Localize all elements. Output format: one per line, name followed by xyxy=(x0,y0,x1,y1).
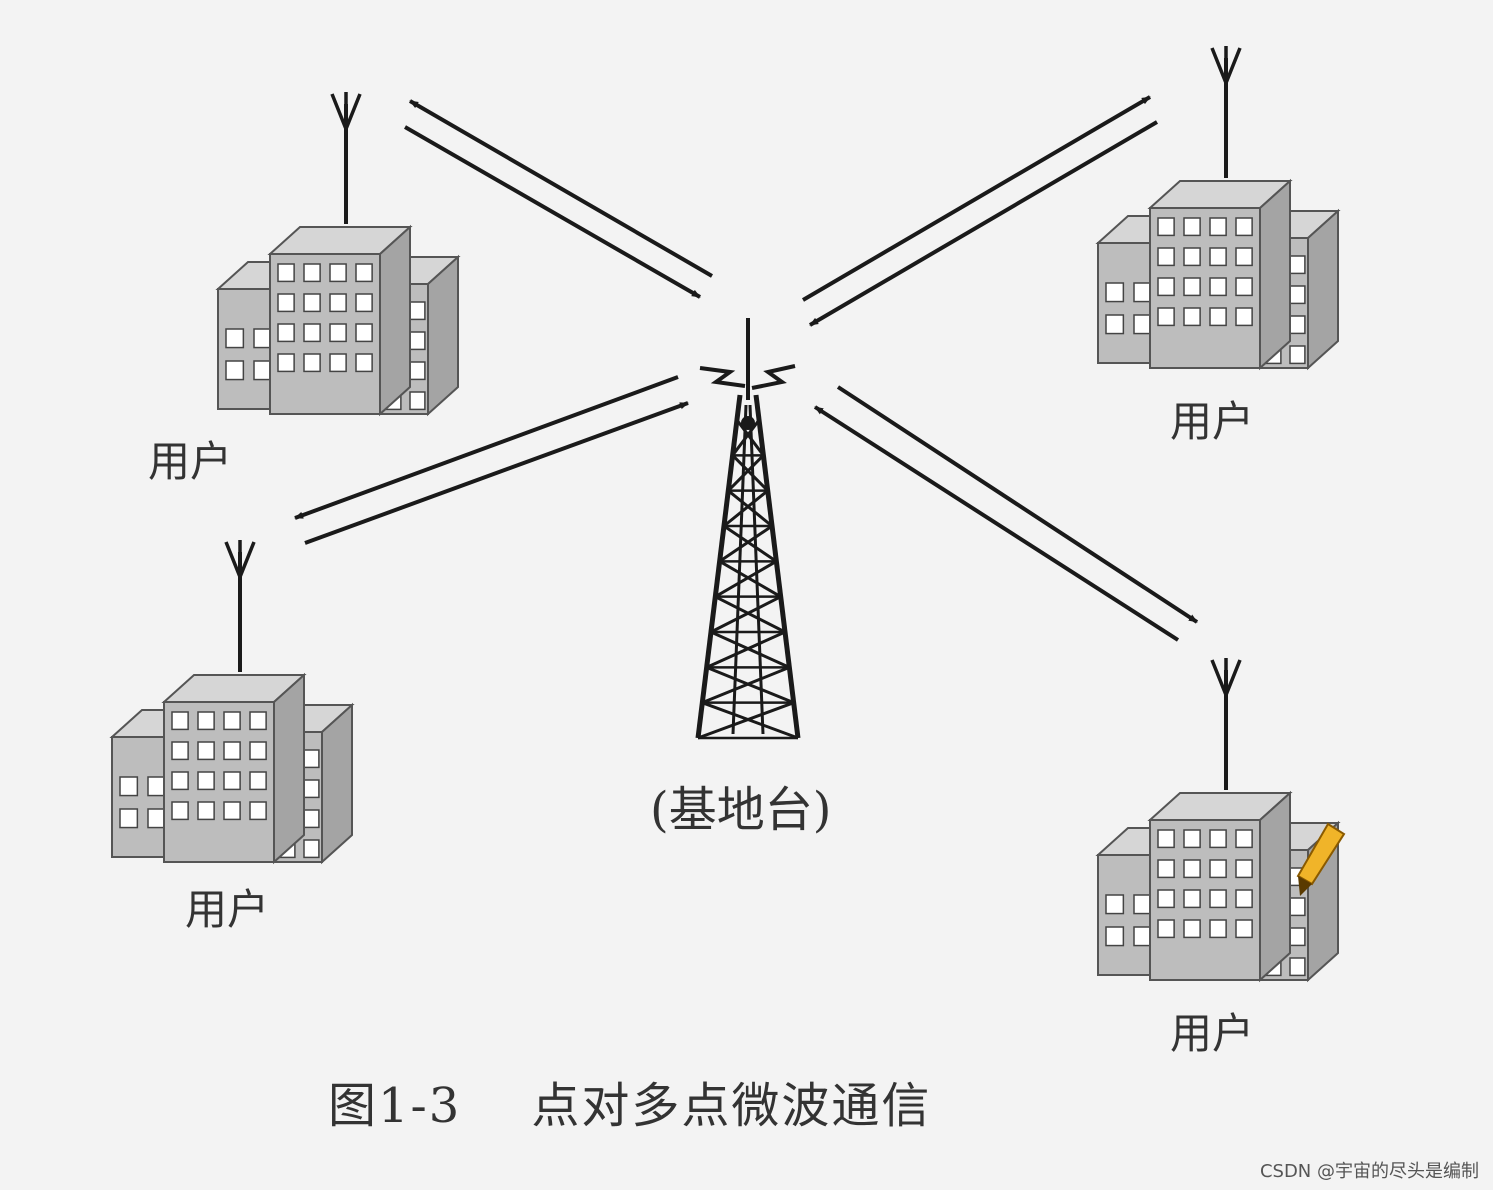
user-buildings xyxy=(109,46,1346,983)
arrow-icon xyxy=(408,99,714,278)
link-bottom-left xyxy=(294,375,689,545)
figure-number: 图1-3 xyxy=(328,1078,462,1134)
figure-title: 点对多点微波通信 xyxy=(531,1078,932,1134)
link-top-left xyxy=(404,99,714,299)
radio-links xyxy=(294,95,1199,642)
pencil-icon xyxy=(1296,822,1346,896)
arrow-icon xyxy=(304,401,689,545)
arrow-icon xyxy=(808,120,1159,327)
user-label-top-right: 用户 xyxy=(1170,397,1255,446)
base-station-tower xyxy=(695,318,801,740)
base-station-label: (基地台) xyxy=(650,782,832,838)
building-icon xyxy=(1095,46,1341,371)
arrow-icon xyxy=(813,405,1180,642)
user-label-bottom-left: 用户 xyxy=(185,885,270,934)
user-label-top-left: 用户 xyxy=(148,437,233,486)
building-icon xyxy=(1095,658,1346,983)
watermark: CSDN @宇宙的尽头是编制 xyxy=(1259,1161,1479,1182)
arrow-icon xyxy=(836,385,1199,624)
link-top-right xyxy=(801,95,1159,327)
figure-caption: 图1-3 点对多点微波通信 xyxy=(328,1066,931,1136)
arrow-icon xyxy=(404,125,701,299)
arrow-icon xyxy=(801,95,1152,302)
antenna-icon xyxy=(1210,46,1242,178)
lightning-icon xyxy=(699,366,746,388)
antenna-icon xyxy=(224,540,256,672)
antenna-icon xyxy=(330,92,362,224)
antenna-icon xyxy=(1210,658,1242,790)
building-icon xyxy=(109,540,355,865)
lightning-icon xyxy=(751,364,796,390)
link-bottom-right xyxy=(813,385,1199,642)
user-label-bottom-right: 用户 xyxy=(1170,1009,1255,1058)
arrow-icon xyxy=(294,375,679,520)
building-icon xyxy=(215,92,461,417)
tower-icon xyxy=(695,394,801,740)
